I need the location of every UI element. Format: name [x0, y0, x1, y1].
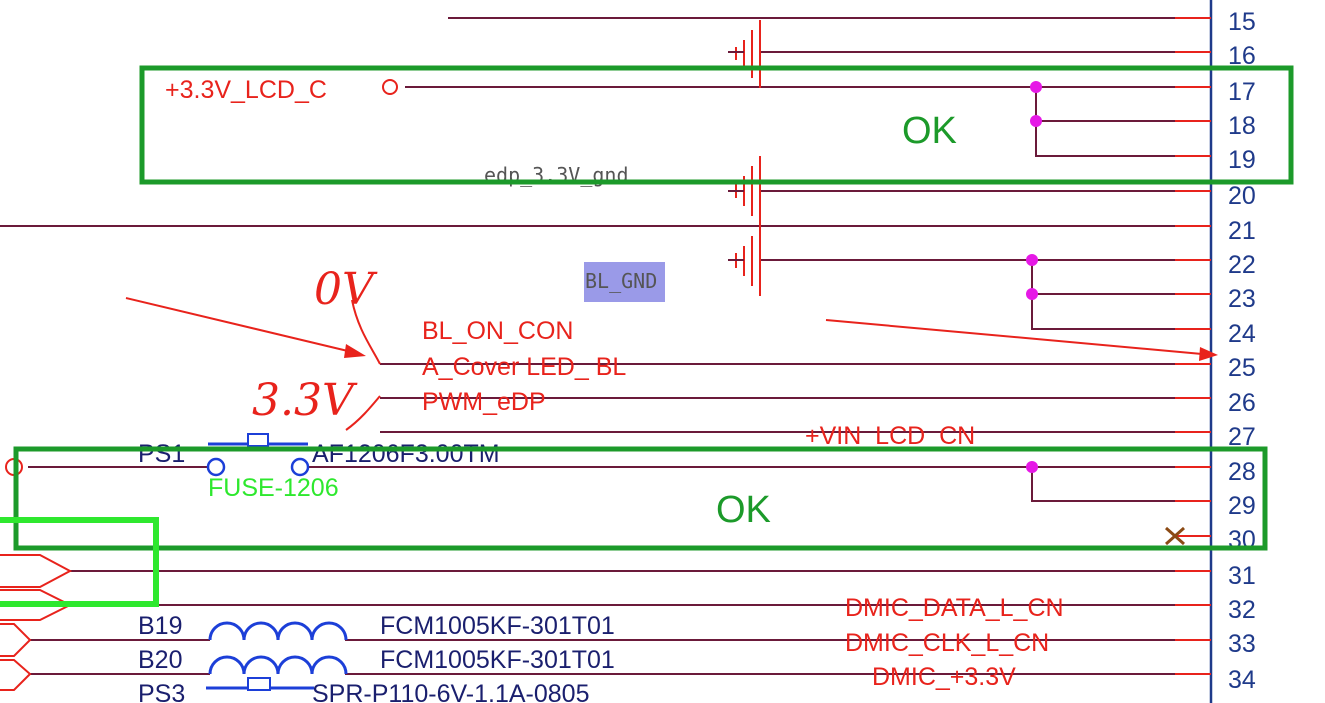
- net-label-lcd-33v: +3.3V_LCD_C: [165, 76, 327, 104]
- junction-dots: [1026, 81, 1042, 473]
- green-marker: [0, 517, 159, 607]
- ok-label-bottom: OK: [716, 489, 771, 531]
- net-label-pwm: PWM_eDP: [422, 388, 546, 416]
- net-label-vin-lcd: +VIN_LCD_CN: [805, 422, 975, 450]
- pin-number: 20: [1228, 182, 1256, 210]
- ps1-ref: PS1: [138, 440, 185, 468]
- pin-number: 31: [1228, 562, 1256, 590]
- net-label-dmic-data: DMIC_DATA_L_CN: [845, 594, 1064, 622]
- pin-numbers: 15 16 17 18 19 20 21 22 23 24 25 26 27 2…: [1228, 8, 1256, 694]
- ps1-value: AF1206F3.00TM: [312, 440, 500, 468]
- b20-ref: B20: [138, 646, 182, 674]
- highlight-box: [584, 262, 665, 302]
- pin-number: 19: [1228, 146, 1256, 174]
- ok-box-bottom: [13, 446, 1268, 551]
- net-label-cover-led: A_Cover LED_ BL: [422, 353, 626, 381]
- pin-number: 22: [1228, 251, 1256, 279]
- pin-number: 18: [1228, 112, 1256, 140]
- net-label-bl-on: BL_ON_CON: [422, 317, 573, 345]
- port-connector: [382, 79, 398, 95]
- b19-value: FCM1005KF-301T01: [380, 612, 615, 640]
- handwritten-3v3: 3.3V: [252, 375, 358, 426]
- pin-number: 25: [1228, 354, 1256, 382]
- fuse-ps1: [206, 433, 310, 477]
- handwritten-stroke: [351, 299, 381, 365]
- no-connect-marker: [1165, 526, 1185, 546]
- pin-number: 17: [1228, 78, 1256, 106]
- ps3-value: SPR-P110-6V-1.1A-0805: [312, 680, 589, 703]
- ps3-ref: PS3: [138, 680, 185, 703]
- pin-number: 26: [1228, 389, 1256, 417]
- pin-number: 32: [1228, 596, 1256, 624]
- ground-symbol: [728, 226, 761, 296]
- annotation-arrow: [825, 319, 1218, 361]
- pin-stubs: [1175, 17, 1211, 675]
- b20-value: FCM1005KF-301T01: [380, 646, 615, 674]
- handwritten-0v: 0V: [314, 264, 378, 315]
- pin-number: 15: [1228, 8, 1256, 36]
- inductor-b19: [208, 621, 348, 641]
- net-label-dmic-33v: DMIC_+3.3V: [872, 663, 1016, 691]
- pin-number: 33: [1228, 630, 1256, 658]
- handwritten-stroke: [345, 395, 381, 431]
- annotation-arrow: [125, 297, 366, 358]
- pin-number: 28: [1228, 458, 1256, 486]
- pin-number: 23: [1228, 285, 1256, 313]
- pin-number: 16: [1228, 42, 1256, 70]
- pin-number: 29: [1228, 492, 1256, 520]
- net-label-dmic-clk: DMIC_CLK_L_CN: [845, 629, 1049, 657]
- off-page-connectors: [0, 458, 73, 691]
- pin-number: 21: [1228, 217, 1256, 245]
- fuse-ps3: [206, 677, 314, 691]
- ok-box-top: [139, 65, 1294, 185]
- ground-symbol: [728, 156, 761, 226]
- pin-number: 27: [1228, 423, 1256, 451]
- inductor-b20: [208, 655, 348, 675]
- b19-ref: B19: [138, 612, 182, 640]
- wires: [0, 17, 1175, 675]
- ps1-footprint: FUSE-1206: [208, 474, 339, 502]
- ground-symbol: [728, 20, 761, 88]
- ok-label-top: OK: [902, 110, 957, 152]
- pin-number: 34: [1228, 666, 1256, 694]
- bl-gnd-note: BL_GND: [585, 269, 657, 293]
- pin-number: 24: [1228, 320, 1256, 348]
